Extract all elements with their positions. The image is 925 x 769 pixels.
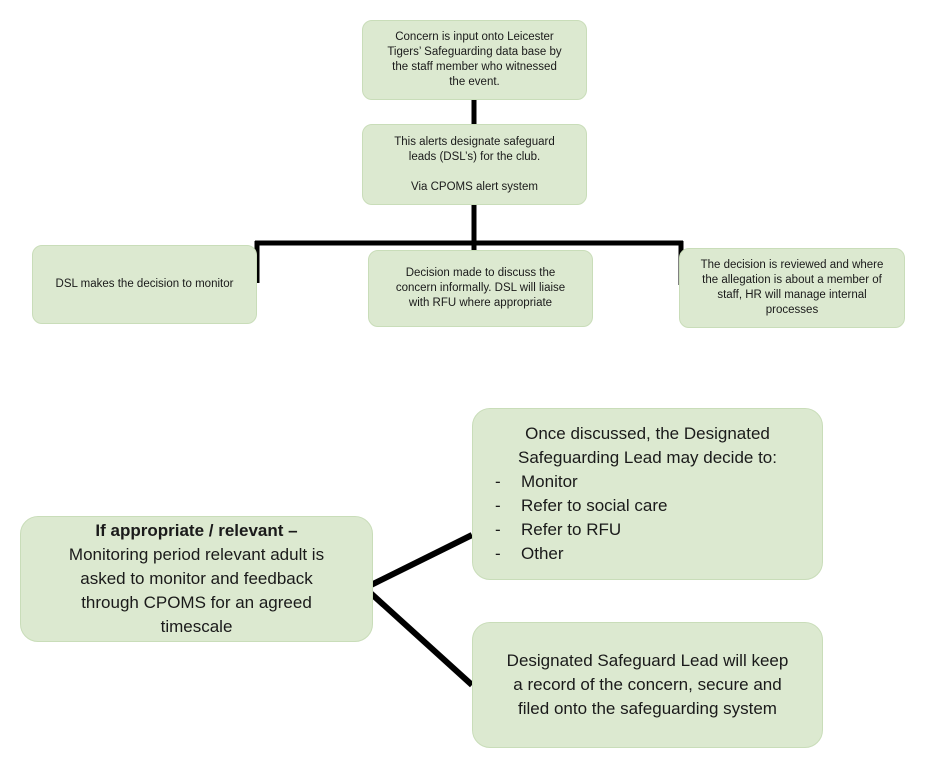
dsl-option-other: Other <box>521 544 564 563</box>
connector-monitoring-record <box>362 585 475 688</box>
list-item: -Refer to social care <box>487 494 808 518</box>
option-review: The decision is reviewed and where the a… <box>679 248 905 328</box>
list-item: -Refer to RFU <box>487 518 808 542</box>
option-review-line: The decision is reviewed and where <box>700 259 884 271</box>
monitoring-period-line: through CPOMS for an agreed <box>81 593 312 612</box>
record-keeping-line: filed onto the safeguarding system <box>518 699 777 718</box>
monitoring-period: If appropriate / relevant – Monitoring p… <box>20 516 373 642</box>
option-discuss-line: concern informally. DSL will liaise <box>395 282 566 294</box>
dsl-option-social-care: Refer to social care <box>521 496 668 515</box>
option-discuss: Decision made to discuss the concern inf… <box>368 250 593 327</box>
option-monitor: DSL makes the decision to monitor <box>32 245 257 324</box>
step-concern-input: Concern is input onto Leicester Tigers’ … <box>362 20 587 100</box>
monitoring-period-line: timescale <box>160 617 233 636</box>
dsl-decision-list: -Monitor -Refer to social care -Refer to… <box>487 470 808 566</box>
dsl-decision-line: Once discussed, the Designated <box>525 424 770 443</box>
option-monitor-text: DSL makes the decision to monitor <box>55 278 234 290</box>
option-discuss-line: with RFU where appropriate <box>408 297 553 309</box>
step-dsl-alert: This alerts designate safeguard leads (D… <box>362 124 587 205</box>
step-concern-input-line: the staff member who witnessed <box>392 61 557 73</box>
step-dsl-alert-sub: Via CPOMS alert system <box>411 180 538 193</box>
option-review-line: processes <box>765 304 819 316</box>
step-dsl-alert-line: leads (DSL’s) for the club. <box>408 150 541 163</box>
record-keeping-line: Designated Safeguard Lead will keep <box>506 651 789 670</box>
dsl-option-monitor: Monitor <box>521 472 578 491</box>
monitoring-period-heading: If appropriate / relevant – <box>95 521 298 540</box>
connector-monitoring-decide <box>363 532 474 591</box>
step-dsl-alert-line: This alerts designate safeguard <box>394 135 555 148</box>
record-keeping-line: a record of the concern, secure and <box>513 675 782 694</box>
option-discuss-line: Decision made to discuss the <box>405 267 556 279</box>
dsl-decision-line: Safeguarding Lead may decide to: <box>518 448 777 467</box>
monitoring-period-line: asked to monitor and feedback <box>80 569 313 588</box>
record-keeping: Designated Safeguard Lead will keep a re… <box>472 622 823 748</box>
step-concern-input-line: Concern is input onto Leicester <box>395 31 554 43</box>
option-review-line: the allegation is about a member of <box>702 274 882 286</box>
step-concern-input-line: the event. <box>449 76 500 88</box>
list-item: -Monitor <box>487 470 808 494</box>
monitoring-period-line: Monitoring period relevant adult is <box>68 545 325 564</box>
list-item: -Other <box>487 542 808 566</box>
option-review-line: staff, HR will manage internal <box>717 289 867 301</box>
step-concern-input-line: Tigers’ Safeguarding data base by <box>387 46 562 58</box>
dsl-decision-options: Once discussed, the Designated Safeguard… <box>472 408 823 580</box>
dsl-option-rfu: Refer to RFU <box>521 520 622 539</box>
